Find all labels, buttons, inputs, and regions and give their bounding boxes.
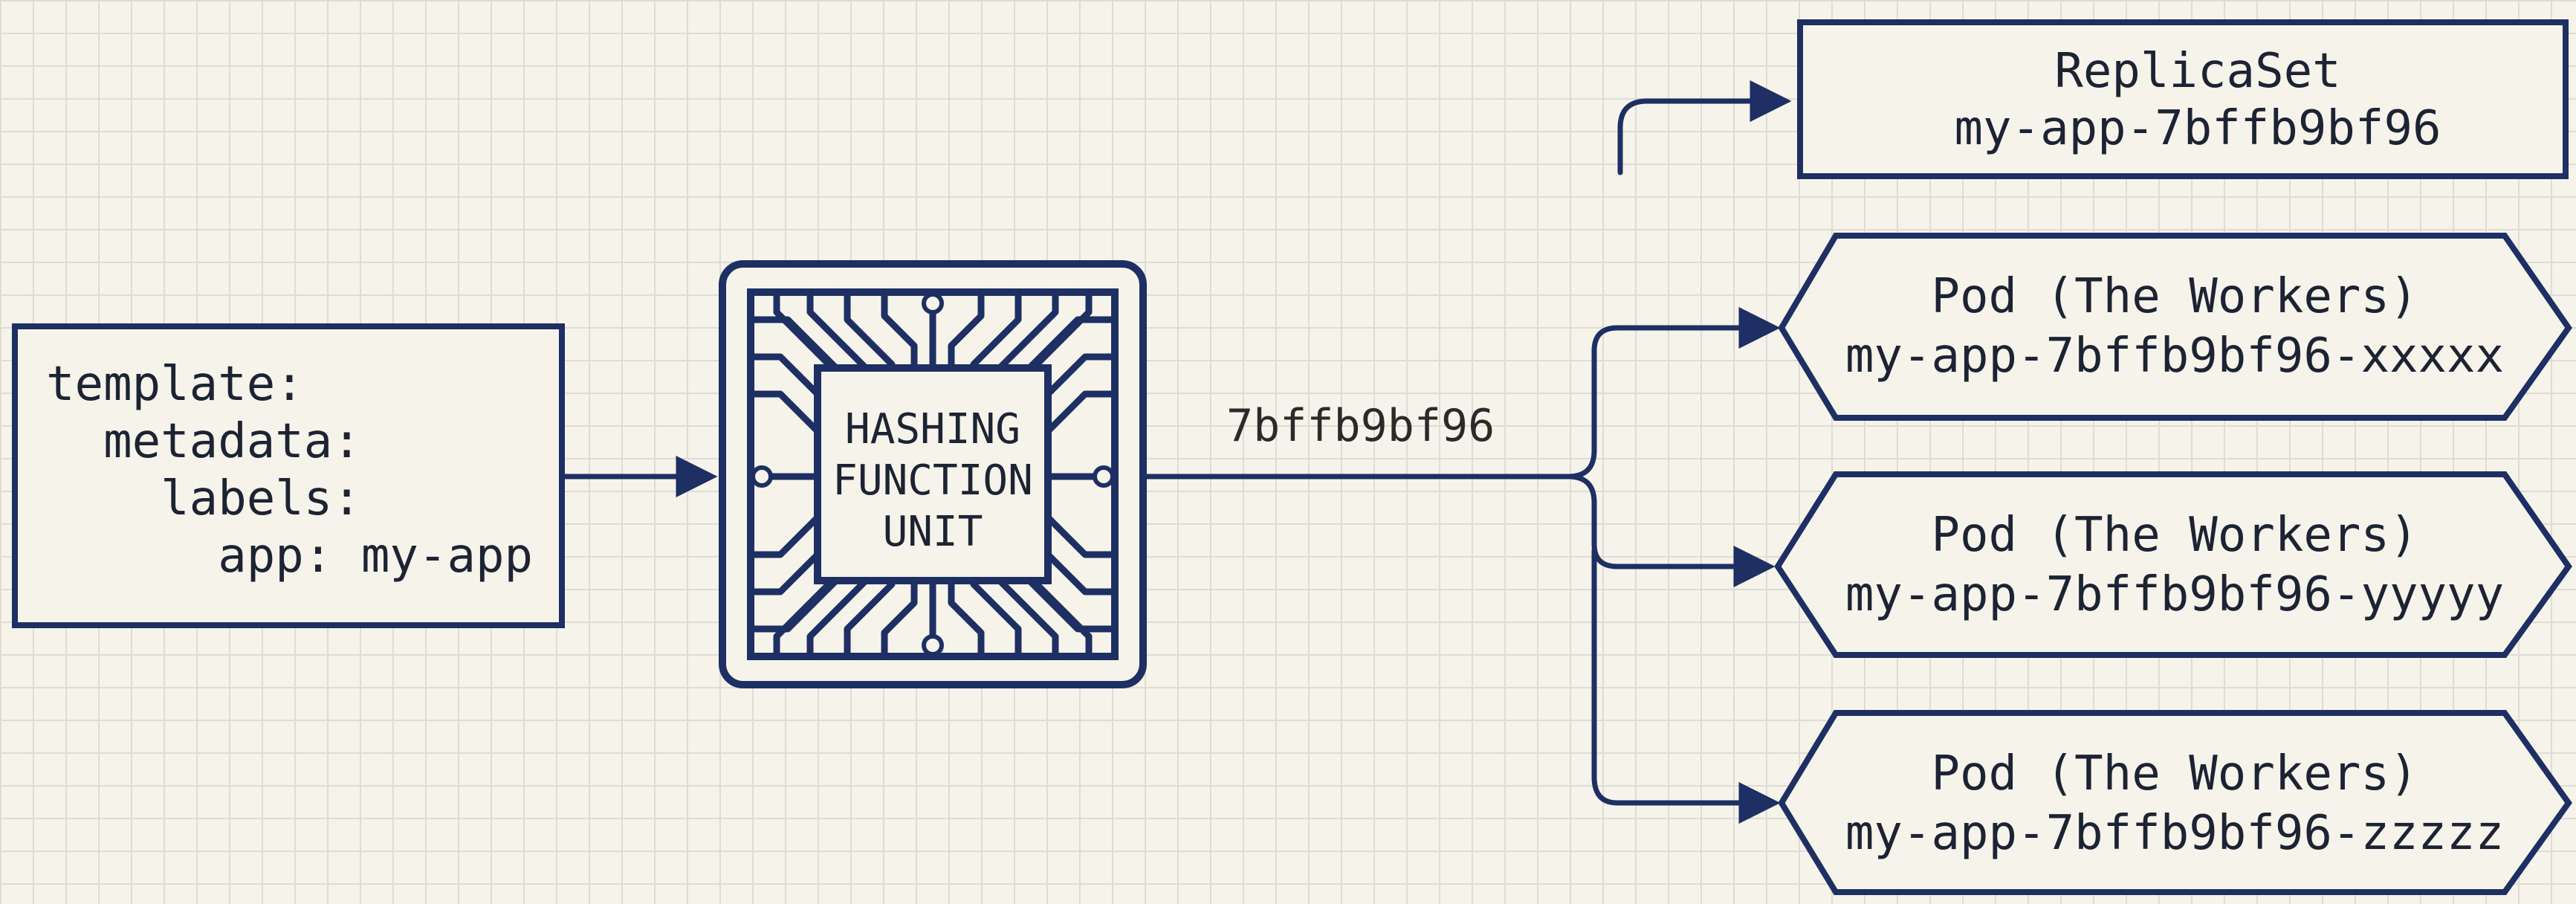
pod-box-2: Pod (The Workers) my-app-7bffb9bf96-yyyy… [1774,471,2572,658]
template-box: template: metadata: labels: app: my-app [12,323,565,628]
template-box-frame [12,323,565,628]
chip-label-line-1: HASHING [845,405,1020,453]
arrow-to-pod-2 [1565,474,1776,587]
arrow-to-pod-3 [1591,547,1781,824]
pod-box-1: Pod (The Workers) my-app-7bffb9bf96-xxxx… [1778,233,2572,421]
chip-label-line-3: UNIT [883,508,983,556]
template-line-2: metadata: [46,414,361,469]
chip-label-line-2: FUNCTION [832,456,1033,505]
template-line-1: template: [46,357,304,412]
replicaset-box: ReplicaSet my-app-7bffb9bf96 [1797,19,2569,179]
pod-3-name: my-app-7bffb9bf96-zzzzz [1845,806,2504,861]
pod-3-frame [1778,710,2572,895]
replicaset-box-frame [1797,19,2569,179]
pod-1-title: Pod (The Workers) [1931,269,2418,324]
replicaset-title: ReplicaSet [2054,44,2340,99]
pod-1-name: my-app-7bffb9bf96-xxxxx [1845,329,2504,384]
template-line-3: labels: [46,471,361,526]
pod-1-frame [1778,233,2572,421]
pod-2-title: Pod (The Workers) [1931,508,2418,563]
replicaset-name: my-app-7bffb9bf96 [1954,101,2441,156]
template-line-4: app: my-app [46,529,533,584]
arrow-to-replicaset [1617,80,1792,175]
chip-core [814,364,1052,584]
pod-2-name: my-app-7bffb9bf96-yyyyy [1845,567,2504,622]
pod-3-title: Pod (The Workers) [1931,746,2418,801]
arrow-to-pod-1 [1565,307,1781,480]
pod-box-3: Pod (The Workers) my-app-7bffb9bf96-zzzz… [1778,710,2572,895]
hash-value-label: 7bffb9bf96 [1226,400,1495,452]
hashing-chip-icon: HASHING FUNCTION UNIT [719,260,1147,688]
pod-2-frame [1774,471,2572,658]
